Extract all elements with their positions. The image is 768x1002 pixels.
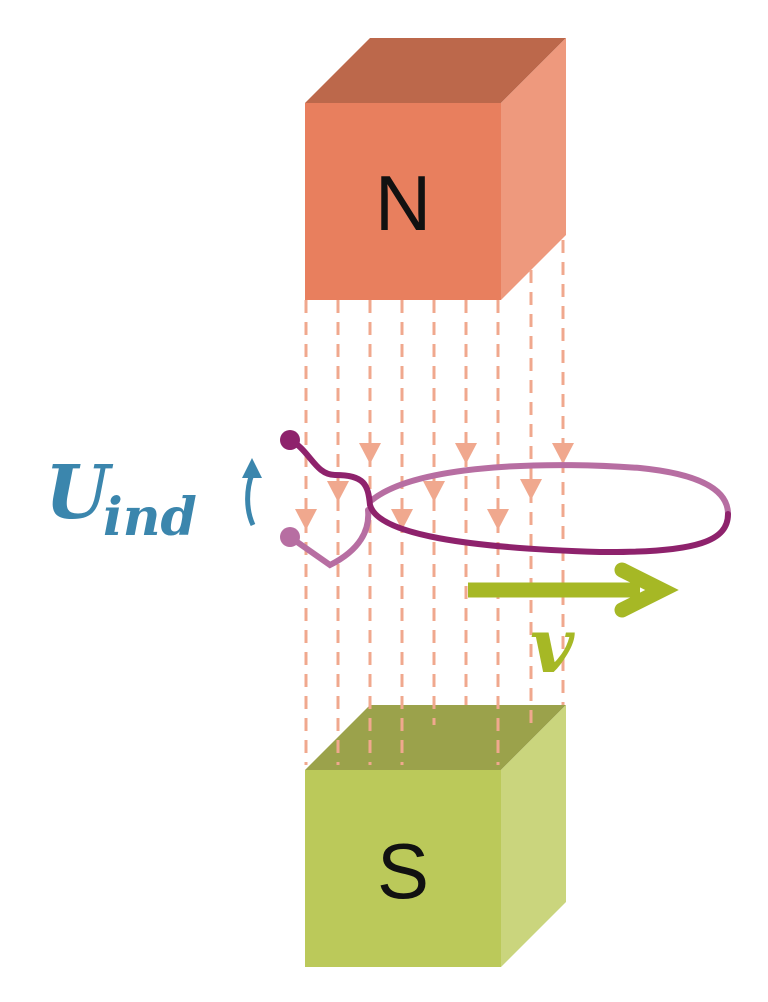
south-magnet: S bbox=[305, 705, 566, 967]
field-arrow-icon bbox=[520, 479, 542, 500]
field-arrow-icon bbox=[487, 509, 509, 530]
field-arrow-icon bbox=[327, 481, 349, 502]
velocity-label: v bbox=[530, 601, 575, 690]
velocity-vector: v bbox=[468, 562, 679, 690]
field-arrow-icon bbox=[455, 443, 477, 464]
field-arrow-icon bbox=[391, 509, 413, 530]
induced-voltage: U ind bbox=[45, 450, 262, 548]
field-arrow-icon bbox=[359, 443, 381, 464]
north-magnet: N bbox=[305, 38, 566, 300]
voltage-subscript: ind bbox=[103, 487, 197, 548]
field-arrow-icon bbox=[423, 481, 445, 502]
conductor-loop bbox=[280, 430, 731, 569]
magnetic-field-lines bbox=[304, 240, 565, 765]
voltage-direction-arrow-icon bbox=[245, 473, 256, 527]
voltage-arrowhead-icon bbox=[242, 458, 262, 478]
north-label: N bbox=[375, 159, 431, 247]
field-arrow-icon bbox=[295, 509, 317, 530]
field-arrow-icon bbox=[552, 443, 574, 464]
south-label: S bbox=[377, 827, 429, 915]
voltage-symbol: U bbox=[45, 450, 114, 536]
field-arrowheads bbox=[295, 443, 574, 530]
